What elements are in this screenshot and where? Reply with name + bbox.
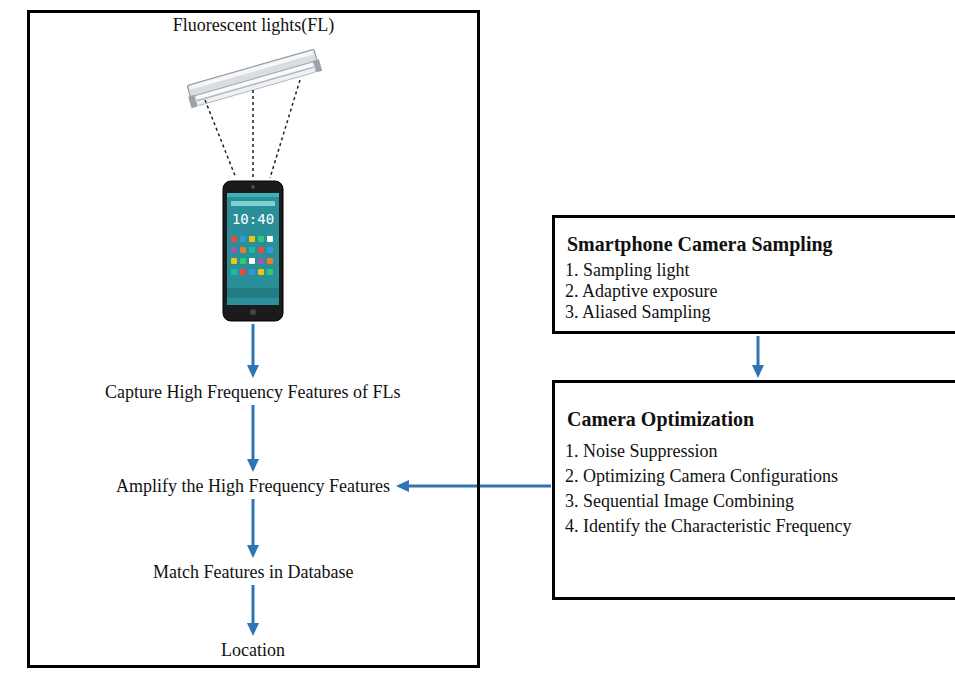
box-heading: Camera Optimization (565, 407, 951, 431)
connector (752, 336, 764, 378)
list-item: 2. Adaptive exposure (565, 281, 951, 302)
app-icon (231, 258, 237, 264)
list-item: 1. Noise Suppression (565, 439, 951, 464)
list-item: 4. Identify the Characteristic Frequency (565, 514, 951, 539)
app-icon (267, 258, 273, 264)
app-icon (249, 258, 255, 264)
app-icon (240, 258, 246, 264)
info-box: Smartphone Camera Sampling 1. Sampling li… (552, 215, 955, 334)
home-dot (250, 309, 256, 315)
app-icon (231, 269, 237, 275)
step-text: Capture High Frequency Features of FLs (105, 381, 400, 403)
info-box: Camera Optimization 1. Noise Suppression2… (552, 380, 955, 600)
app-icon (240, 247, 246, 253)
app-icon (267, 247, 273, 253)
phone-body (222, 180, 284, 322)
step-text: Match Features in Database (153, 561, 353, 583)
app-icon (231, 236, 237, 242)
list-item: 2. Optimizing Camera Configurations (565, 464, 951, 489)
list-item: 3. Sequential Image Combining (565, 489, 951, 514)
frame-title: Fluorescent lights(FL) (30, 15, 477, 36)
app-icon (258, 247, 264, 253)
flow-step: Capture High Frequency Features of FLs (103, 381, 402, 403)
phone-screen (227, 193, 279, 305)
phone-camera (251, 185, 255, 189)
connector (247, 499, 259, 558)
connector-line (252, 405, 255, 461)
app-icon (231, 247, 237, 253)
light-rays (205, 80, 300, 178)
app-icon (249, 269, 255, 275)
app-icon (240, 236, 246, 242)
flow-step: Location (219, 639, 287, 661)
connector-line (757, 336, 760, 367)
fluorescent-lamp (185, 49, 322, 109)
step-text: Amplify the High Frequency Features (116, 475, 390, 497)
connector (247, 405, 259, 472)
app-icon (258, 258, 264, 264)
phone-search-bar (231, 201, 275, 206)
connector (247, 324, 259, 378)
app-icon (267, 269, 273, 275)
connector-line (252, 499, 255, 547)
phone-status-bar (227, 193, 279, 197)
connector (247, 585, 259, 636)
app-icon (258, 269, 264, 275)
flow-step: Match Features in Database (151, 561, 355, 583)
clock-text: 10:40 (222, 210, 284, 228)
app-icon (258, 236, 264, 242)
phone-dock (227, 288, 279, 298)
smartphone: 10:40 (222, 180, 284, 322)
connector (396, 480, 551, 492)
app-icon (240, 269, 246, 275)
box-heading: Smartphone Camera Sampling (565, 232, 951, 256)
step-text: Location (221, 639, 285, 661)
app-icon (267, 236, 273, 242)
list-item: 3. Aliased Sampling (565, 302, 951, 323)
frame-box: Fluorescent lights(FL) 10:40Capture High … (27, 10, 480, 668)
phone-case (223, 181, 283, 321)
connector-line (252, 324, 255, 367)
app-icon (249, 247, 255, 253)
list-item: 1. Sampling light (565, 260, 951, 281)
app-icon (249, 236, 255, 242)
connector-line (252, 585, 255, 625)
flow-step: Amplify the High Frequency Features (114, 475, 392, 497)
